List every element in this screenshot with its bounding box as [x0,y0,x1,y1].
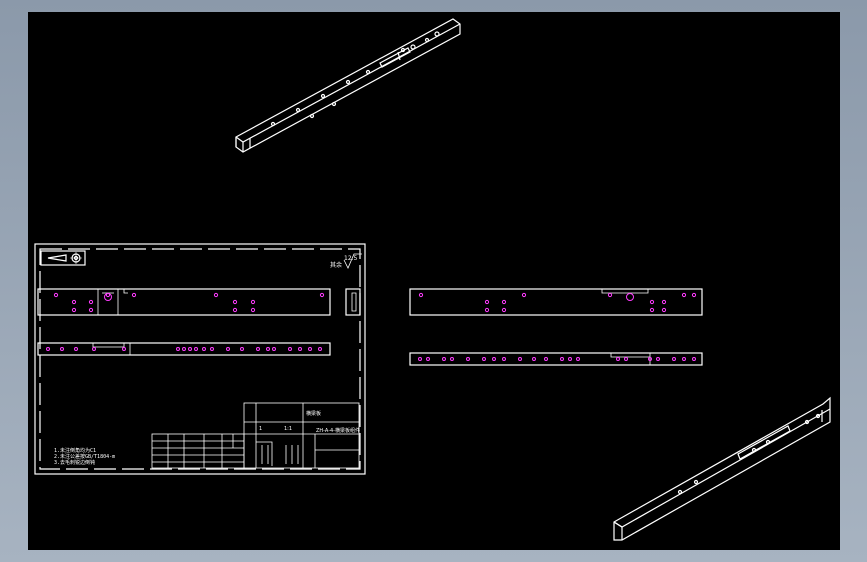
hole-marker [649,299,655,305]
hole-marker [442,357,446,361]
hole-marker [418,292,424,298]
hole-marker [104,293,112,301]
hole-marker [466,357,470,361]
projection-symbol-icon [40,250,86,266]
hole-marker [532,357,536,361]
hole-marker [482,357,486,361]
hole-marker [232,299,238,305]
hole-marker [418,357,422,361]
hole-marker [53,292,59,298]
hole-marker [568,357,572,361]
hole-marker [691,292,697,298]
hole-marker [71,307,77,313]
hole-marker [518,357,522,361]
hole-marker [298,347,302,351]
hole-marker [250,307,256,313]
hole-marker [194,347,198,351]
hole-marker [272,347,276,351]
hole-marker [176,347,180,351]
hole-marker [484,299,490,305]
cad-model-viewport[interactable]: 其余 12.5 1.未注倒角均为C1 2.未注公差按GB/T1804-m 3.去… [28,12,840,550]
hole-marker [288,347,292,351]
hole-marker [88,307,94,313]
hole-marker [624,357,628,361]
hole-marker [649,307,655,313]
hole-marker [692,357,696,361]
hole-marker [681,292,687,298]
hole-marker [74,347,78,351]
hole-marker [88,299,94,305]
technical-note-3: 3.去毛刺锐边倒钝 [54,459,95,466]
hole-marker [122,347,126,351]
isometric-view-top[interactable] [235,18,461,153]
hole-marker [188,347,192,351]
hole-marker [232,307,238,313]
hole-marker [492,357,496,361]
hole-marker [46,347,50,351]
hole-marker [501,307,507,313]
hole-marker [544,357,548,361]
hole-marker [131,292,137,298]
surface-roughness-icon [343,253,362,269]
technical-note-2: 2.未注公差按GB/T1804-m [54,453,115,460]
hole-marker [648,357,652,361]
hole-marker [502,357,506,361]
title-block[interactable] [151,402,360,469]
hole-marker [616,357,620,361]
side-view[interactable] [409,352,703,366]
front-view[interactable] [409,288,703,316]
hole-marker [92,347,96,351]
hole-marker [318,347,322,351]
hole-marker [213,292,219,298]
hole-marker [501,299,507,305]
hole-marker [607,292,613,298]
hole-marker [182,347,186,351]
drawing-sheet[interactable] [34,243,366,475]
hole-marker [521,292,527,298]
hole-marker [484,307,490,313]
hole-marker [202,347,206,351]
hole-marker [210,347,214,351]
hole-marker [656,357,660,361]
hole-marker [560,357,564,361]
hole-marker [240,347,244,351]
hole-marker [250,299,256,305]
hole-marker [426,357,430,361]
hole-marker [60,347,64,351]
isometric-view-bottom[interactable] [613,396,831,541]
hole-marker [71,299,77,305]
hole-marker [661,307,667,313]
hole-marker [319,292,325,298]
title-block-scale: 1:1 [284,426,292,432]
sheet-front-view[interactable] [37,288,361,316]
hole-marker [682,357,686,361]
title-block-drawing-number: ZH-A-4-横梁板组件 [316,427,360,434]
hole-marker [226,347,230,351]
hole-marker [672,357,676,361]
cad-canvas[interactable]: 其余 12.5 1.未注倒角均为C1 2.未注公差按GB/T1804-m 3.去… [28,12,840,550]
title-block-part-name: 横梁板 [306,410,321,417]
hole-marker [576,357,580,361]
hole-marker [626,293,634,301]
roughness-value: 12.5 [344,255,358,262]
technical-note-1: 1.未注倒角均为C1 [54,447,96,454]
hole-marker [256,347,260,351]
hole-pattern [46,292,697,361]
hole-marker [308,347,312,351]
sheet-annotations: 其余 12.5 1.未注倒角均为C1 2.未注公差按GB/T1804-m 3.去… [54,255,360,466]
sheet-plan-view[interactable] [37,342,331,356]
hole-marker [266,347,270,351]
hole-marker [450,357,454,361]
hole-marker [661,299,667,305]
roughness-note: 其余 [330,261,342,269]
title-block-quantity: 1 [259,426,262,432]
